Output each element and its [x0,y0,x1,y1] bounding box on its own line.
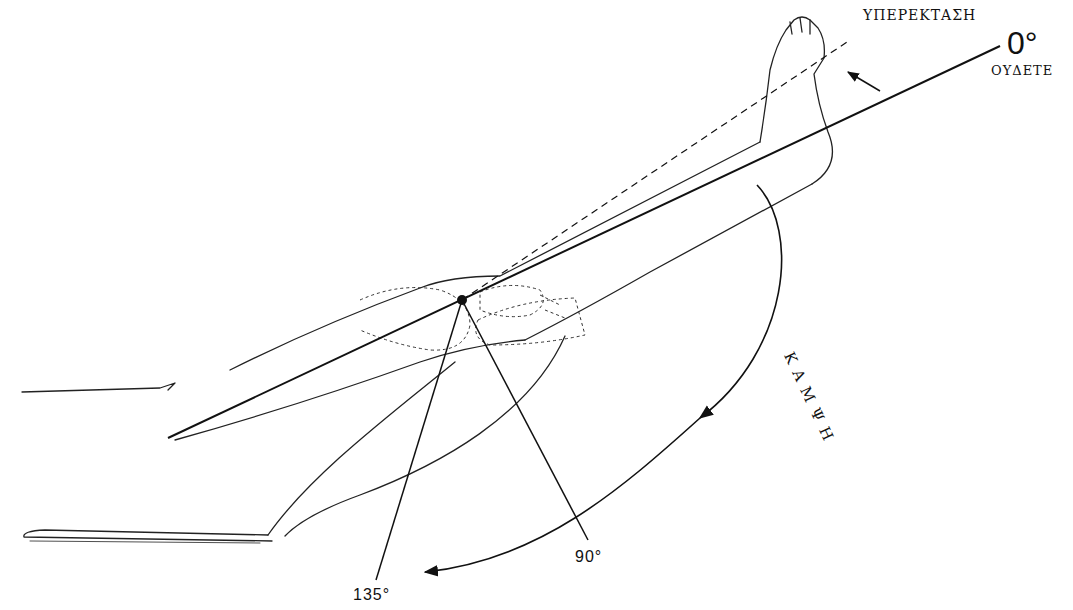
angle-value: 0° [1006,26,1039,61]
knee-pivot [457,295,467,305]
angle-value: 90° [574,548,603,566]
movement-label: ΥΠΕΡΕΚΤΑΣΗ [862,8,977,23]
position-label: ΟΥΔΕΤΕ [990,64,1054,78]
angle-lines [168,40,1000,580]
angle-value: 135° [352,586,391,604]
leg-outline [22,17,832,543]
movement-label: ΚΑΜΨΗ [780,349,840,452]
